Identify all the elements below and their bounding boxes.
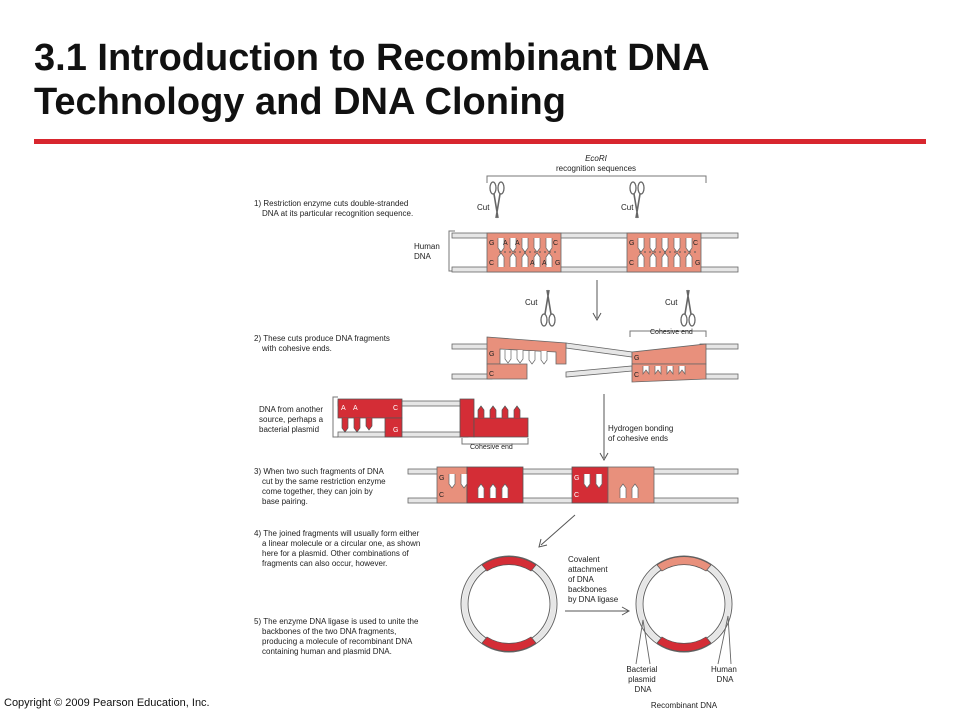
joined-fragments bbox=[407, 466, 739, 504]
plasmid-source-text: DNA from another source, perhaps a bacte… bbox=[259, 405, 325, 434]
cut-label-top-right: Cut bbox=[621, 203, 634, 212]
step-1-text: 1) Restriction enzyme cuts double-strand… bbox=[254, 199, 413, 218]
slide-title-line-2: Technology and DNA Cloning bbox=[34, 81, 566, 123]
base-letter-step3-g: G bbox=[439, 475, 444, 482]
plasmid-circle-unligated bbox=[460, 555, 558, 653]
base-letter-step3-g2: G bbox=[574, 475, 579, 482]
base-letter-step2-g-right: G bbox=[634, 355, 639, 362]
recognition-bracket bbox=[486, 175, 707, 183]
cut-label-bottom-right: Cut bbox=[665, 298, 678, 307]
scissors-icon-top-left bbox=[489, 181, 505, 219]
base-letter-top-a2-left: A bbox=[515, 240, 520, 247]
step-4-text: 4) The joined fragments will usually for… bbox=[254, 529, 423, 568]
recombinant-dna-label: Recombinant DNA bbox=[651, 701, 718, 710]
arrow-to-circle bbox=[538, 514, 576, 548]
base-letter-plasmid-a1: A bbox=[341, 405, 346, 412]
base-letter-top-g-right: G bbox=[629, 240, 634, 247]
bottom-backbone bbox=[451, 266, 739, 273]
step-5-text: 5) The enzyme DNA ligase is used to unit… bbox=[254, 617, 421, 656]
base-letter-bottom-c-left: C bbox=[489, 260, 494, 267]
title-underline-rule bbox=[34, 139, 926, 144]
cut-label-top-left: Cut bbox=[477, 203, 490, 212]
base-letter-plasmid-c: C bbox=[393, 405, 398, 412]
cohesive-end-label-plasmid: Cohesive end bbox=[470, 444, 513, 451]
base-letter-bottom-a-left: A bbox=[530, 260, 535, 267]
top-backbone bbox=[451, 232, 739, 239]
base-letter-top-a-left: A bbox=[503, 240, 508, 247]
fragment-left-lower bbox=[486, 363, 528, 380]
step-3-text: 3) When two such fragments of DNA cut by… bbox=[254, 467, 388, 506]
base-letter-top-c-left: C bbox=[553, 240, 558, 247]
base-letter-bottom-c-right: C bbox=[629, 260, 634, 267]
base-letter-top-c-right: C bbox=[693, 240, 698, 247]
base-letter-bottom-g-left: G bbox=[555, 260, 560, 267]
arrow-right-ligase bbox=[565, 606, 631, 616]
cohesive-end-bracket-plasmid bbox=[461, 438, 529, 445]
base-letter-plasmid-g: G bbox=[393, 427, 398, 434]
plasmid-source-bracket bbox=[332, 396, 338, 438]
pointer-bacterial-plasmid bbox=[635, 619, 651, 665]
cohesive-end-bracket-top bbox=[629, 330, 707, 337]
base-letter-step3-c: C bbox=[439, 492, 444, 499]
hydrogen-bonding-text: Hydrogen bonding of cohesive ends bbox=[608, 424, 676, 443]
cut-label-bottom-left: Cut bbox=[525, 298, 538, 307]
base-letter-top-g-left: G bbox=[489, 240, 494, 247]
human-dna-fragments bbox=[451, 336, 739, 383]
base-letter-step3-c2: C bbox=[574, 492, 579, 499]
base-letter-plasmid-a2: A bbox=[353, 405, 358, 412]
base-letter-step2-g: G bbox=[489, 351, 494, 358]
human-dna-double-strand bbox=[451, 232, 739, 273]
step-2-text: 2) These cuts produce DNA fragments with… bbox=[254, 334, 392, 353]
recognition-sequences-label: recognition sequences bbox=[556, 164, 636, 173]
base-letter-bottom-a2-left: A bbox=[542, 260, 547, 267]
human-dna-label-bottom: Human DNA bbox=[711, 665, 739, 684]
recombinant-plasmid-circle bbox=[635, 555, 733, 653]
human-dna-label: Human DNA bbox=[414, 242, 442, 261]
pointer-human-dna bbox=[717, 615, 732, 665]
copyright-notice: Copyright © 2009 Pearson Education, Inc. bbox=[4, 697, 210, 709]
fragment-right-end bbox=[631, 343, 707, 365]
base-letter-step2-c-right: C bbox=[634, 372, 639, 379]
slide-title-line-1: 3.1 Introduction to Recombinant DNA bbox=[34, 37, 710, 79]
plasmid-fragment bbox=[337, 398, 529, 438]
arrow-down-step1 bbox=[592, 280, 602, 322]
base-letter-step2-c: C bbox=[489, 371, 494, 378]
arrow-down-step2 bbox=[599, 394, 609, 462]
base-letter-bottom-g-right: G bbox=[695, 260, 700, 267]
fragment-right-lower bbox=[631, 363, 707, 383]
covalent-attachment-text: Covalent attachment of DNA backbones by … bbox=[568, 555, 619, 604]
fragment-left-end bbox=[486, 336, 567, 365]
scissors-icon-top-right bbox=[629, 181, 645, 219]
cohesive-end-label-top: Cohesive end bbox=[650, 329, 693, 336]
ecori-label: EcoRI bbox=[585, 154, 608, 163]
bacterial-plasmid-dna-label: Bacterial plasmid DNA bbox=[626, 665, 659, 694]
scissors-icon-bottom-right bbox=[680, 289, 696, 327]
scissors-icon-bottom-left bbox=[540, 289, 556, 327]
